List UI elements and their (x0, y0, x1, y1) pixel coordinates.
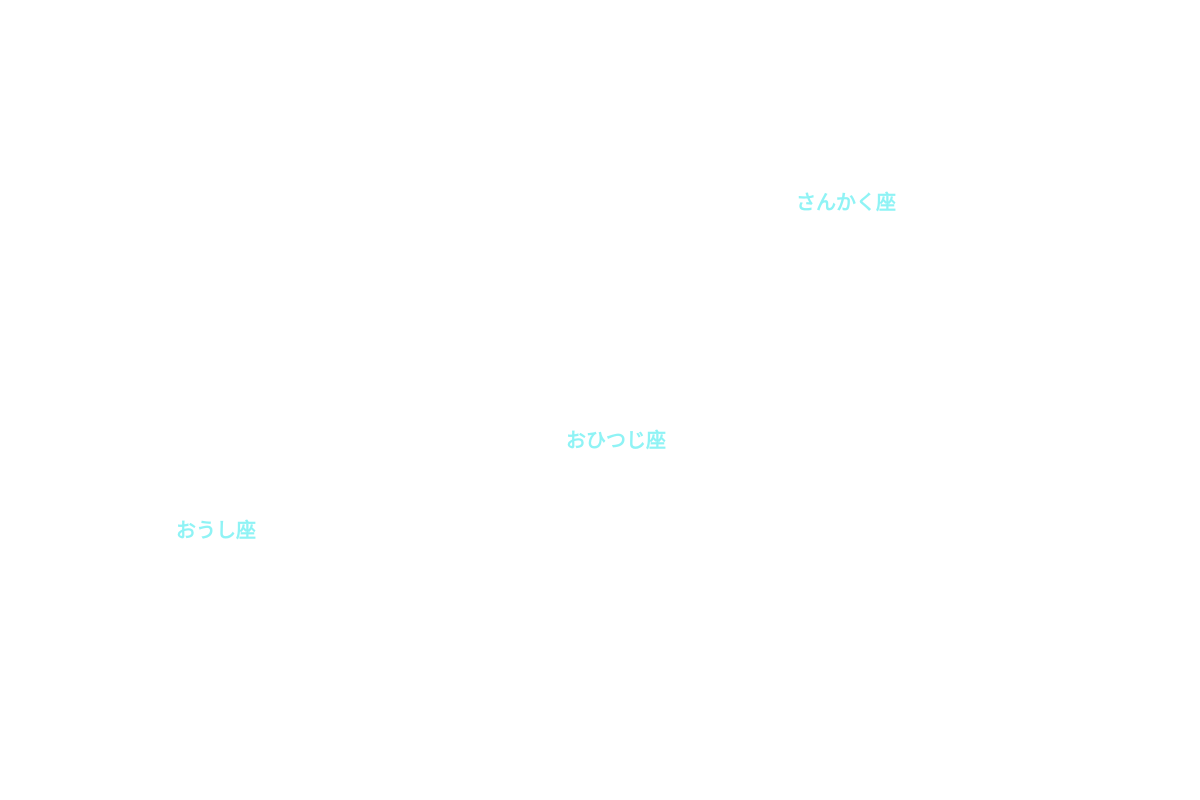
constellation-label-aries: おひつじ座 (566, 428, 666, 452)
constellation-label-triangulum: さんかく座 (796, 190, 896, 214)
constellation-label-taurus: おうし座 (176, 518, 256, 542)
